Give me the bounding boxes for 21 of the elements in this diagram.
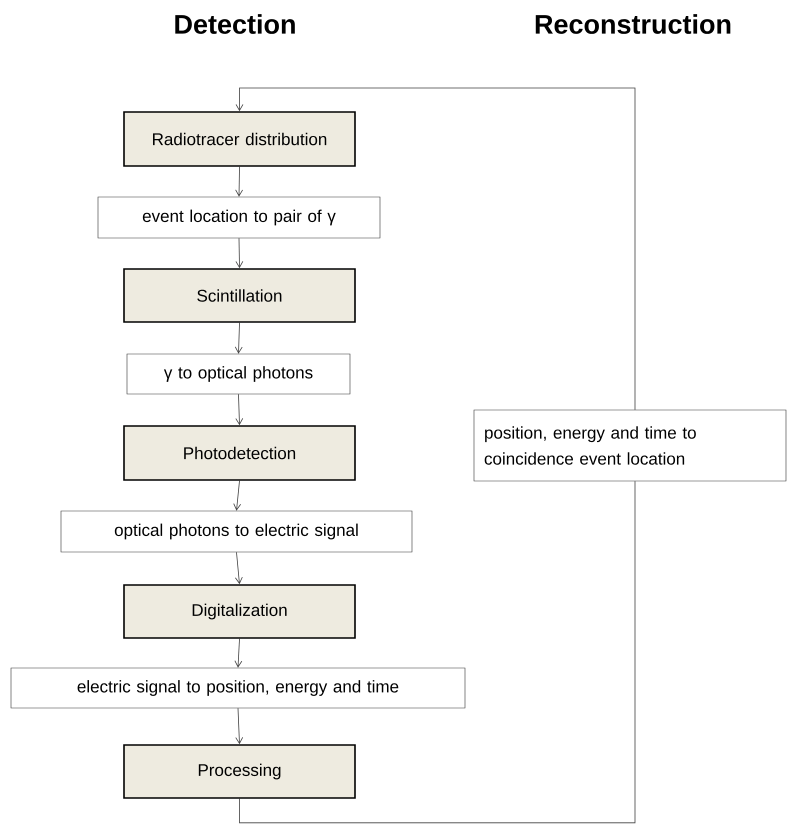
step-box: electric signal to position, energy and time (10, 668, 466, 708)
stage-box: Radiotracer distribution (123, 111, 356, 167)
arrow (234, 552, 243, 584)
arrow (234, 638, 242, 668)
column-heading: Detection (175, 14, 295, 34)
step-box: event location to pair of γ (98, 196, 380, 238)
step-box: optical photons to electric signal (60, 510, 412, 552)
step-box: γ to optical photons (126, 354, 350, 394)
note-box: position, energy and time to coincidence event location (474, 410, 786, 482)
stage-box: Scintillation (123, 268, 356, 323)
arrow (235, 708, 244, 744)
arrow (235, 394, 244, 426)
stage-box: Processing (123, 744, 356, 799)
arrow (235, 238, 244, 268)
stage-box: Photodetection (123, 425, 356, 481)
column-heading: Reconstruction (536, 14, 730, 34)
arrow (235, 166, 244, 197)
stage-box: Digitalization (123, 584, 356, 639)
arrow (236, 88, 636, 410)
arrow (234, 322, 243, 354)
arrow (233, 480, 242, 511)
